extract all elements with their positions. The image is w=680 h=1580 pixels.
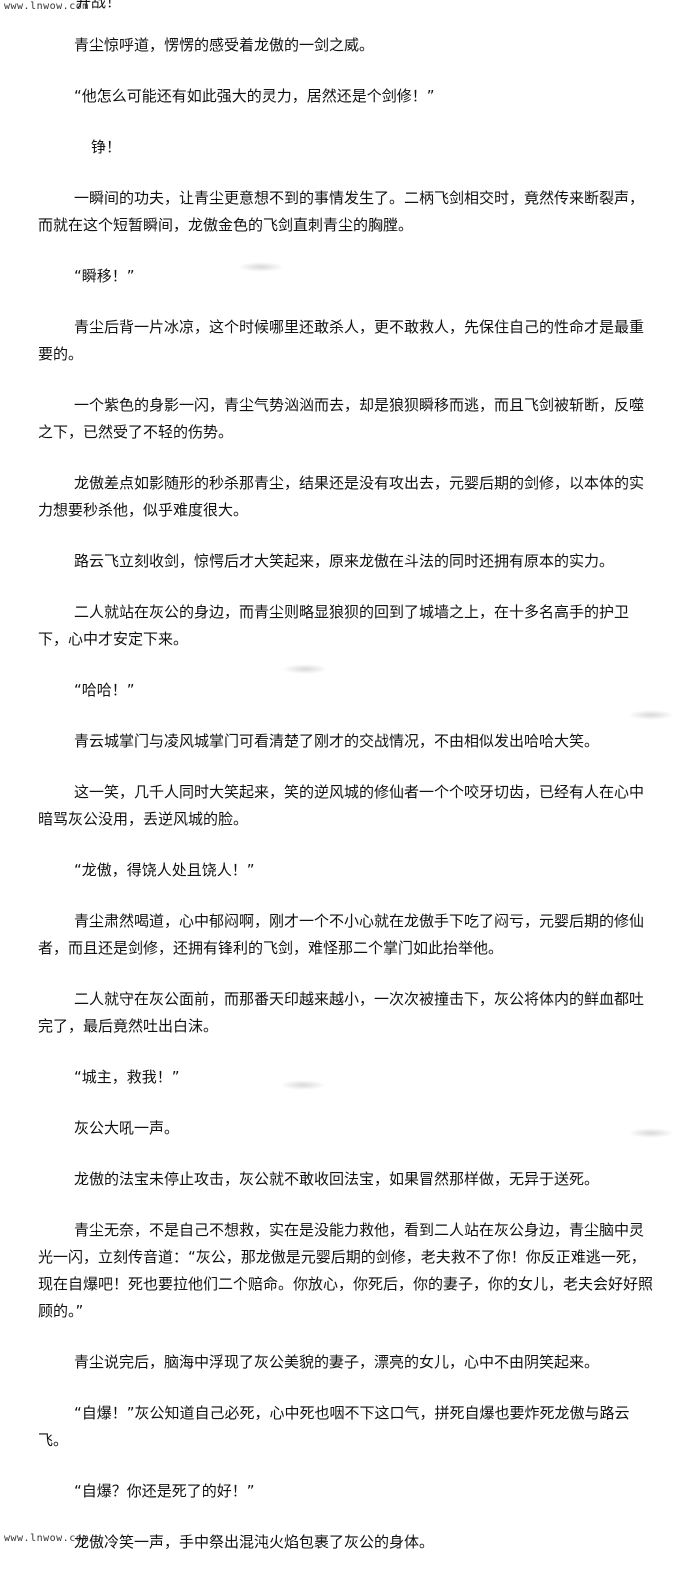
paragraph: 铮！ <box>91 138 122 156</box>
paragraph: 龙傲冷笑一声，手中祭出混沌火焰包裹了灰公的身体。 <box>74 1533 435 1551</box>
paragraph: 路云飞立刻收剑，惊愕后才大笑起来，原来龙傲在斗法的同时还拥有原本的实力。 <box>74 552 615 570</box>
paragraph: “哈哈！” <box>74 681 135 699</box>
scan-smudge <box>282 664 328 674</box>
watermark-bottom: www.lnwow.com <box>4 1533 89 1544</box>
paragraph: “龙傲，得饶人处且饶人！” <box>74 861 255 879</box>
paragraph: 青尘后背一片冰凉，这个时候哪里还敢杀人，更不敢救人，先保住自己的性命才是最重要的… <box>38 318 645 363</box>
paragraph: 青尘说完后，脑海中浮现了灰公美貌的妻子，漂亮的女儿，心中不由阴笑起来。 <box>74 1353 600 1371</box>
paragraph: “他怎么可能还有如此强大的灵力，居然还是个剑修！” <box>74 87 435 105</box>
paragraph: 龙傲差点如影随形的秒杀那青尘，结果还是没有攻出去，元婴后期的剑修，以本体的实力想… <box>38 474 645 519</box>
paragraph: 二人就守在灰公面前，而那番天印越来越小，一次次被撞击下，灰公将体内的鲜血都吐完了… <box>38 990 645 1035</box>
paragraph: “城主，救我！” <box>74 1068 180 1086</box>
paragraph: 青尘肃然喝道，心中郁闷啊，刚才一个不小心就在龙傲手下吃了闷亏，元婴后期的修仙者，… <box>38 912 645 957</box>
paragraph: “自爆？你还是死了的好！” <box>74 1482 255 1500</box>
scan-smudge <box>628 710 674 720</box>
paragraph: 灰公大吼一声。 <box>74 1119 180 1137</box>
scan-smudge <box>280 1080 326 1090</box>
paragraph: 青云城掌门与凌风城掌门可看清楚了刚才的交战情况，不由相似发出哈哈大笑。 <box>74 732 600 750</box>
paragraph: 青尘惊呼道，愣愣的感受着龙傲的一剑之威。 <box>74 36 375 54</box>
paragraph: 一个紫色的身影一闪，青尘气势汹汹而去，却是狼狈瞬移而逃，而且飞剑被斩断，反噬之下… <box>38 396 645 441</box>
watermark-top: www.lnwow.com <box>4 1 89 12</box>
scan-smudge <box>628 1128 674 1138</box>
paragraph: 这一笑，几千人同时大笑起来，笑的逆风城的修仙者一个个咬牙切齿，已经有人在心中暗骂… <box>38 783 645 828</box>
article-body: 青尘惊呼道，愣愣的感受着龙傲的一剑之威。 “他怎么可能还有如此强大的灵力，居然还… <box>0 32 680 1580</box>
paragraph: 二人就站在灰公的身边，而青尘则略显狼狈的回到了城墙之上，在十多名高手的护卫下，心… <box>38 603 630 648</box>
paragraph: 龙傲的法宝未停止攻击，灰公就不敢收回法宝，如果冒然那样做，无异于送死。 <box>74 1170 600 1188</box>
paragraph: “瞬移！” <box>74 267 135 285</box>
scan-smudge <box>238 262 284 272</box>
paragraph: 青尘无奈，不是自己不想救，实在是没能力救他，看到二人站在灰公身边，青尘脑中灵光一… <box>38 1221 654 1320</box>
top-cut-fragment: 开战！ <box>76 0 122 11</box>
paragraph: 一瞬间的功夫，让青尘更意想不到的事情发生了。二柄飞剑相交时，竟然传来断裂声，而就… <box>38 189 645 234</box>
paragraph: “自爆！”灰公知道自己必死，心中死也咽不下这口气，拼死自爆也要炸死龙傲与路云飞。 <box>38 1404 630 1449</box>
